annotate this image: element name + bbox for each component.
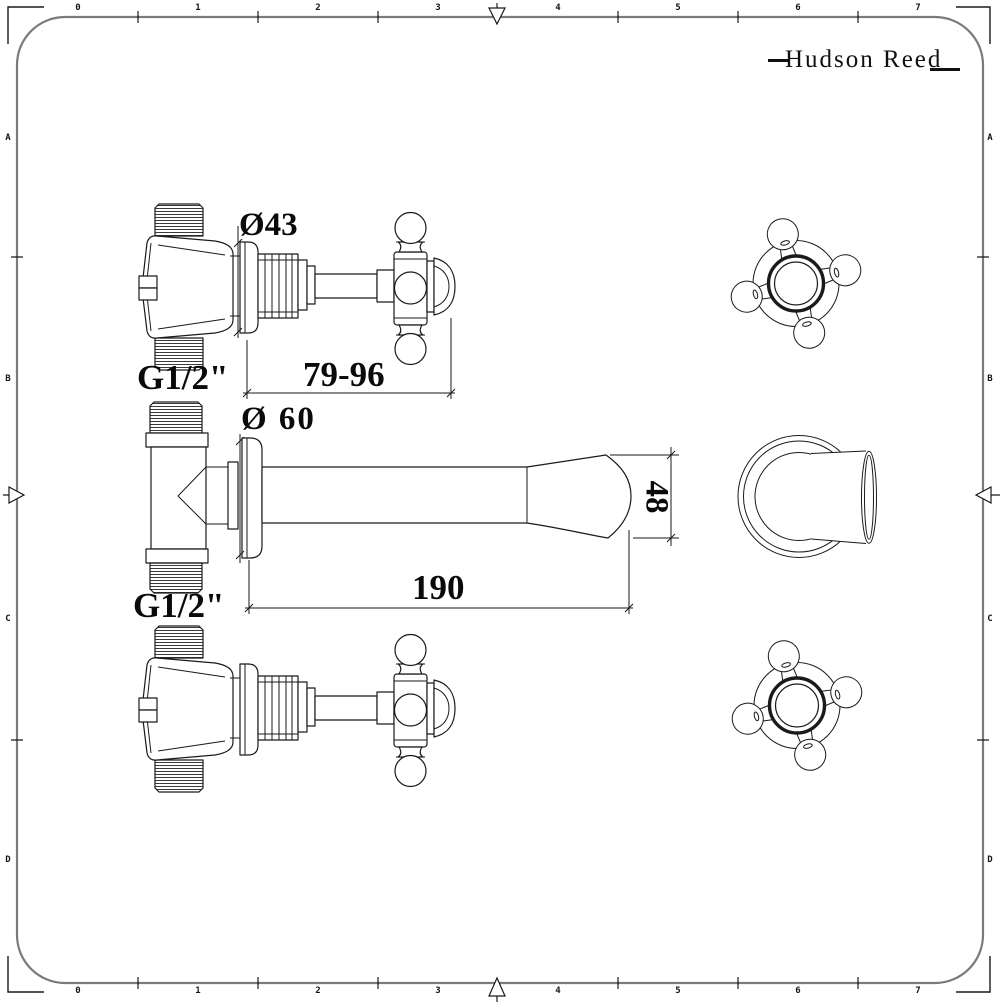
ruler-label-top-2: 2 [315,3,321,13]
logo-underline [930,68,961,71]
ruler-label-bottom-1: 1 [195,986,201,996]
ruler-label-top-1: 1 [195,3,201,13]
dimension-spout-thread: G1/2" [133,586,225,625]
dimension-lines [233,226,679,614]
ruler-label-top-0: 0 [75,3,81,13]
ruler-label-top-3: 3 [435,3,441,13]
ruler-label-bottom-3: 3 [435,986,441,996]
ruler-label-left-C: C [5,614,11,624]
logo-text: Hudson Reed [785,46,943,73]
valve-side-view-bottom [138,625,456,793]
ruler-label-right-B: B [987,373,993,384]
handle-front-view-top [712,200,880,367]
dimension-valve-projection: 79-96 [303,355,385,394]
dimension-spout-length: 190 [412,568,465,607]
ruler-label-left-B: B [5,373,11,384]
ruler-label-bottom-7: 7 [915,986,921,996]
logo-dash [768,58,788,62]
center-markers [3,3,1000,1002]
dimension-spout-end-height: 48 [638,480,675,514]
spout-side-view [145,401,632,594]
corner-marks [7,6,991,993]
ruler-label-bottom-0: 0 [75,986,81,996]
ruler-label-bottom-4: 4 [555,986,561,996]
spout-front-view [737,435,877,558]
brand-logo: Hudson Reed [768,46,961,74]
ruler-label-left-A: A [5,133,11,143]
ruler-label-left-D: D [5,854,11,865]
ruler-label-top-6: 6 [795,3,801,13]
ruler-label-bottom-5: 5 [675,986,681,996]
ruler-ticks [11,11,989,989]
dimension-valve-escutcheon-diameter: Ø43 [239,207,298,243]
dimension-valve-thread: G1/2" [137,358,229,397]
ruler-label-right-A: A [987,133,993,143]
ruler-label-right-C: C [987,614,993,624]
handle-front-view-bottom [713,622,881,789]
dimension-spout-escutcheon-diameter: Ø 60 [241,401,316,437]
ruler-label-top-4: 4 [555,3,561,13]
ruler-label-top-7: 7 [915,3,921,13]
ruler-label-top-5: 5 [675,3,681,13]
ruler-label-bottom-6: 6 [795,986,801,996]
ruler-label-bottom-2: 2 [315,986,321,996]
ruler-label-right-D: D [987,854,993,865]
